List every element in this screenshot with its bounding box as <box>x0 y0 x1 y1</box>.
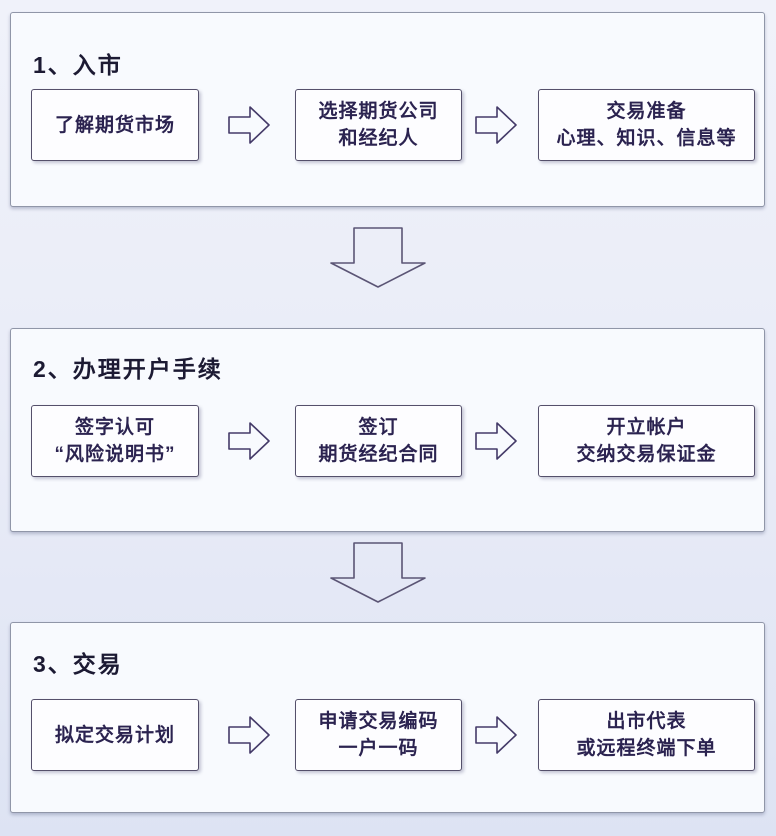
flow-box-open-account-pay-margin: 开立帐户 交纳交易保证金 <box>538 405 755 477</box>
down-arrow-icon <box>330 227 426 288</box>
box-line: 或远程终端下单 <box>576 738 717 759</box>
box-line: 一户一码 <box>338 738 419 759</box>
box-line: 了解期货市场 <box>54 114 175 136</box>
box-line: 交纳交易保证金 <box>576 444 717 465</box>
box-line: 和经纪人 <box>338 128 419 149</box>
box-line: 开立帐户 <box>606 417 687 438</box>
flow-box-sign-risk-statement: 签字认可 “风险说明书” <box>31 405 199 477</box>
flow-box-trade-preparation: 交易准备 心理、知识、信息等 <box>538 89 755 161</box>
right-arrow-icon <box>475 716 517 754</box>
box-line: 申请交易编码 <box>318 711 439 732</box>
section-panel-trading: 3、交易 拟定交易计划 申请交易编码 一户一码 出市代表 或远程终端下单 <box>10 622 765 813</box>
flow-box-apply-trading-code: 申请交易编码 一户一码 <box>295 699 462 771</box>
box-line: 交易准备 <box>606 101 687 122</box>
right-arrow-icon <box>228 422 270 460</box>
box-line: 期货经纪合同 <box>318 444 439 465</box>
section-title: 3、交易 <box>33 651 123 677</box>
section-title: 2、办理开户手续 <box>33 356 223 382</box>
flow-box-sign-brokerage-contract: 签订 期货经纪合同 <box>295 405 462 477</box>
flow-box-choose-broker: 选择期货公司 和经纪人 <box>295 89 462 161</box>
box-line: 选择期货公司 <box>318 101 439 122</box>
right-arrow-icon <box>228 716 270 754</box>
flow-box-trading-plan: 拟定交易计划 <box>31 699 199 771</box>
right-arrow-icon <box>475 422 517 460</box>
flow-box-place-orders: 出市代表 或远程终端下单 <box>538 699 755 771</box>
section-panel-account-opening: 2、办理开户手续 签字认可 “风险说明书” 签订 期货经纪合同 开立帐户 交纳交… <box>10 328 765 532</box>
box-line: 出市代表 <box>606 711 687 732</box>
section-title: 1、入市 <box>33 52 123 78</box>
box-line: “风险说明书” <box>54 444 176 465</box>
right-arrow-icon <box>228 106 270 144</box>
section-panel-entering-market: 1、入市 了解期货市场 选择期货公司 和经纪人 交易准备 心理、知识、信息等 <box>10 12 765 207</box>
box-line: 签订 <box>358 417 399 438</box>
flow-box-understand-market: 了解期货市场 <box>31 89 199 161</box>
down-arrow-icon <box>330 542 426 603</box>
box-line: 拟定交易计划 <box>54 724 175 746</box>
box-line: 签字认可 <box>74 417 155 438</box>
right-arrow-icon <box>475 106 517 144</box>
box-line: 心理、知识、信息等 <box>556 128 737 149</box>
